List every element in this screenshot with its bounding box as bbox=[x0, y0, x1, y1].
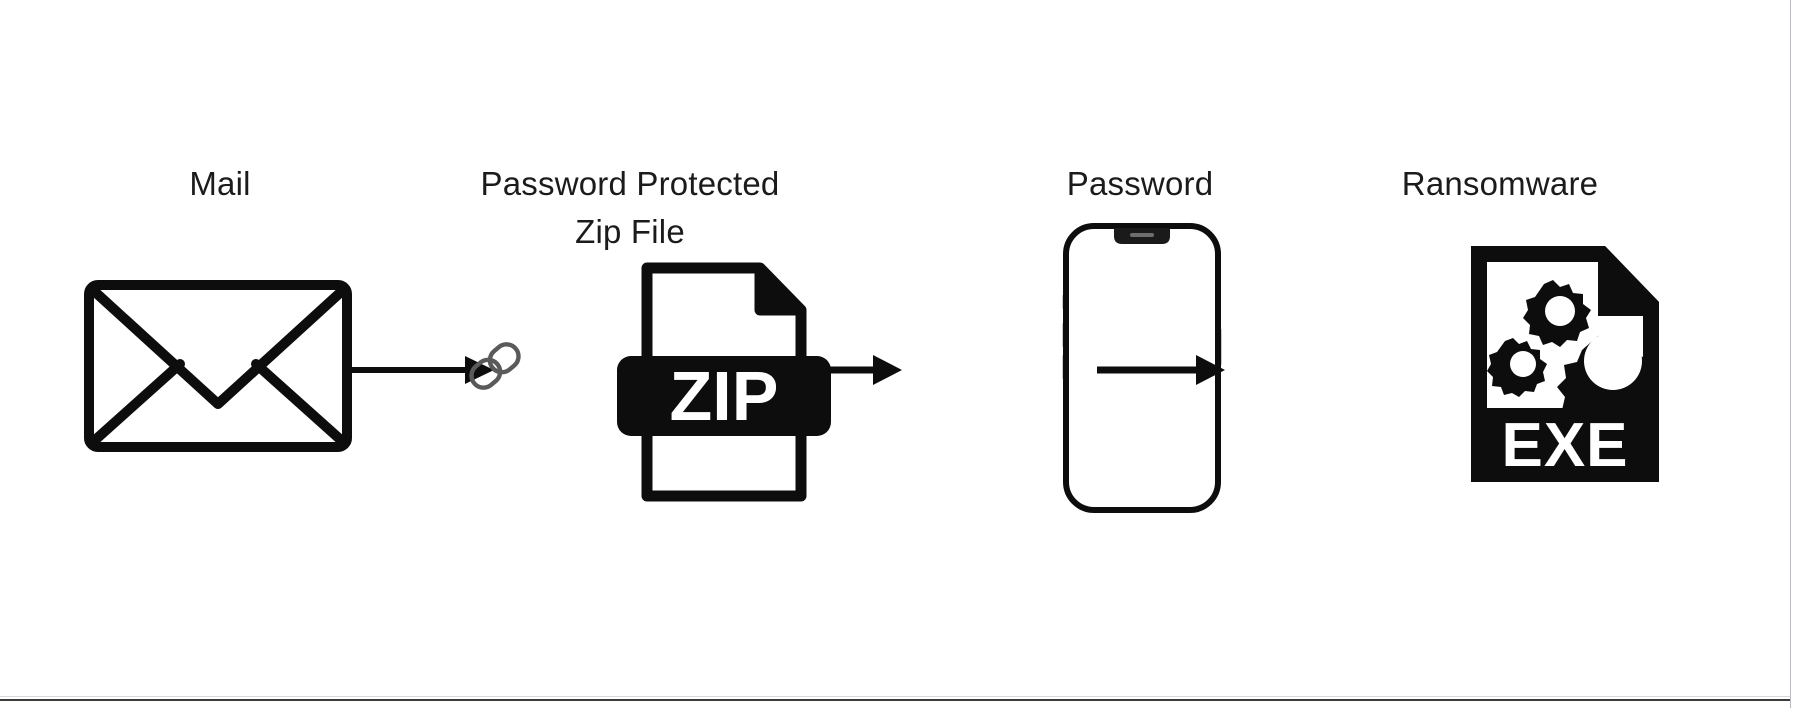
frame-divider-bottom bbox=[0, 699, 1790, 701]
frame-divider-soft bbox=[0, 696, 1790, 697]
node-label-zip: Password Protected Zip File bbox=[480, 165, 780, 250]
node-label-ransomware: Ransomware bbox=[1401, 165, 1599, 202]
node-label-password: Password bbox=[1066, 165, 1214, 202]
exe-file-icon: EXE bbox=[1465, 240, 1665, 488]
frame-divider-right bbox=[1790, 0, 1791, 708]
zip-file-icon-text: ZIP bbox=[670, 357, 779, 435]
node-label-mail: Mail bbox=[189, 165, 251, 202]
envelope-icon bbox=[84, 280, 352, 452]
zip-file-icon: ZIP bbox=[615, 262, 833, 502]
exe-file-icon-text: EXE bbox=[1501, 411, 1628, 480]
diagram-stage: Mail Password Pr bbox=[84, 165, 1665, 513]
connector-arrow-zip-to-password bbox=[772, 348, 904, 392]
chain-link-icon bbox=[460, 330, 530, 402]
connector-arrow-password-to-ransomware bbox=[1097, 348, 1227, 392]
